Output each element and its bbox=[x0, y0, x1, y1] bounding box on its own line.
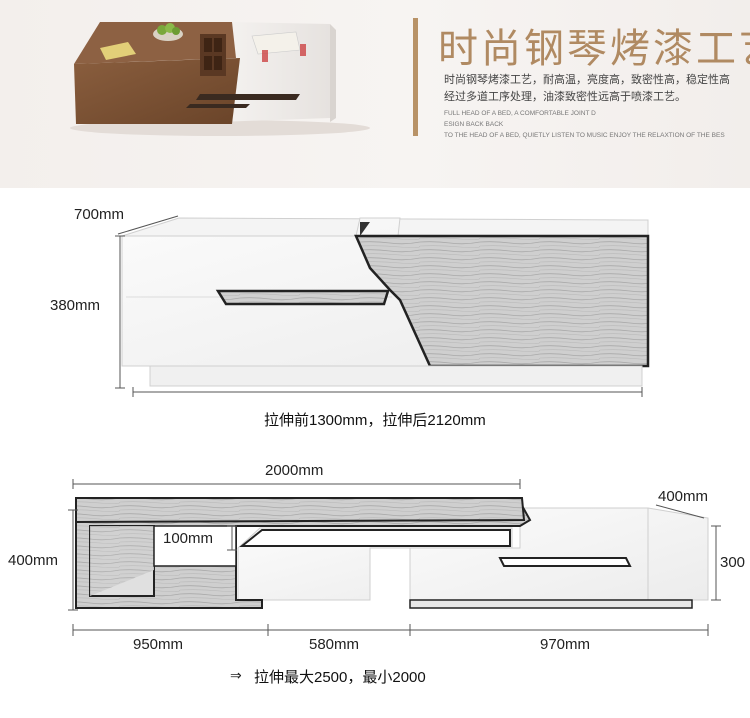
banner-english-text: FULL HEAD OF A BED, A COMFORTABLE JOINT … bbox=[444, 108, 750, 141]
height-label-closed: 380mm bbox=[50, 297, 101, 314]
depth-label-closed: 700mm bbox=[74, 206, 125, 223]
right-height-label: 300 bbox=[720, 554, 746, 571]
banner-desc-line2: 经过多道工序处理，油漆致密性远高于喷漆工艺。 bbox=[444, 91, 686, 103]
banner-title: 时尚钢琴烤漆工艺 bbox=[438, 26, 750, 72]
closed-extension-caption: 拉伸前1300mm，拉伸后2120mm bbox=[264, 412, 486, 429]
coffee-table-photo bbox=[70, 22, 370, 136]
banner-en-line3: TO THE HEAD OF A BED, QUIETLY LISTEN TO … bbox=[444, 132, 725, 139]
banner-accent-bar bbox=[413, 18, 418, 136]
segment-3-label: 970mm bbox=[540, 636, 591, 653]
extended-dimension-lines bbox=[68, 479, 721, 636]
total-length-label: 2000mm bbox=[265, 462, 324, 479]
dimension-drawings bbox=[68, 215, 721, 636]
segment-1-label: 950mm bbox=[133, 636, 184, 653]
step-height-label: 100mm bbox=[163, 530, 214, 547]
left-height-label: 400mm bbox=[8, 552, 59, 569]
closed-dimension-lines bbox=[115, 215, 643, 397]
depth-label-extended: 400mm bbox=[658, 488, 709, 505]
double-arrow-right-icon: ⇒ bbox=[230, 667, 242, 683]
segment-2-label: 580mm bbox=[309, 636, 360, 653]
banner-en-line1: FULL HEAD OF A BED, A COMFORTABLE JOINT … bbox=[444, 110, 596, 117]
banner-description: 时尚钢琴烤漆工艺，耐高温，亮度高，致密性高，稳定性高 经过多道工序处理，油漆致密… bbox=[444, 72, 750, 106]
extended-table-drawing bbox=[75, 497, 709, 609]
closed-table-drawing bbox=[121, 217, 650, 387]
extension-range-caption: 拉伸最大2500，最小2000 bbox=[254, 669, 426, 686]
banner-desc-line1: 时尚钢琴烤漆工艺，耐高温，亮度高，致密性高，稳定性高 bbox=[444, 74, 730, 86]
product-banner: 时尚钢琴烤漆工艺 时尚钢琴烤漆工艺，耐高温，亮度高，致密性高，稳定性高 经过多道… bbox=[0, 0, 750, 188]
banner-en-line2: ESIGN BACK BACK bbox=[444, 121, 504, 128]
